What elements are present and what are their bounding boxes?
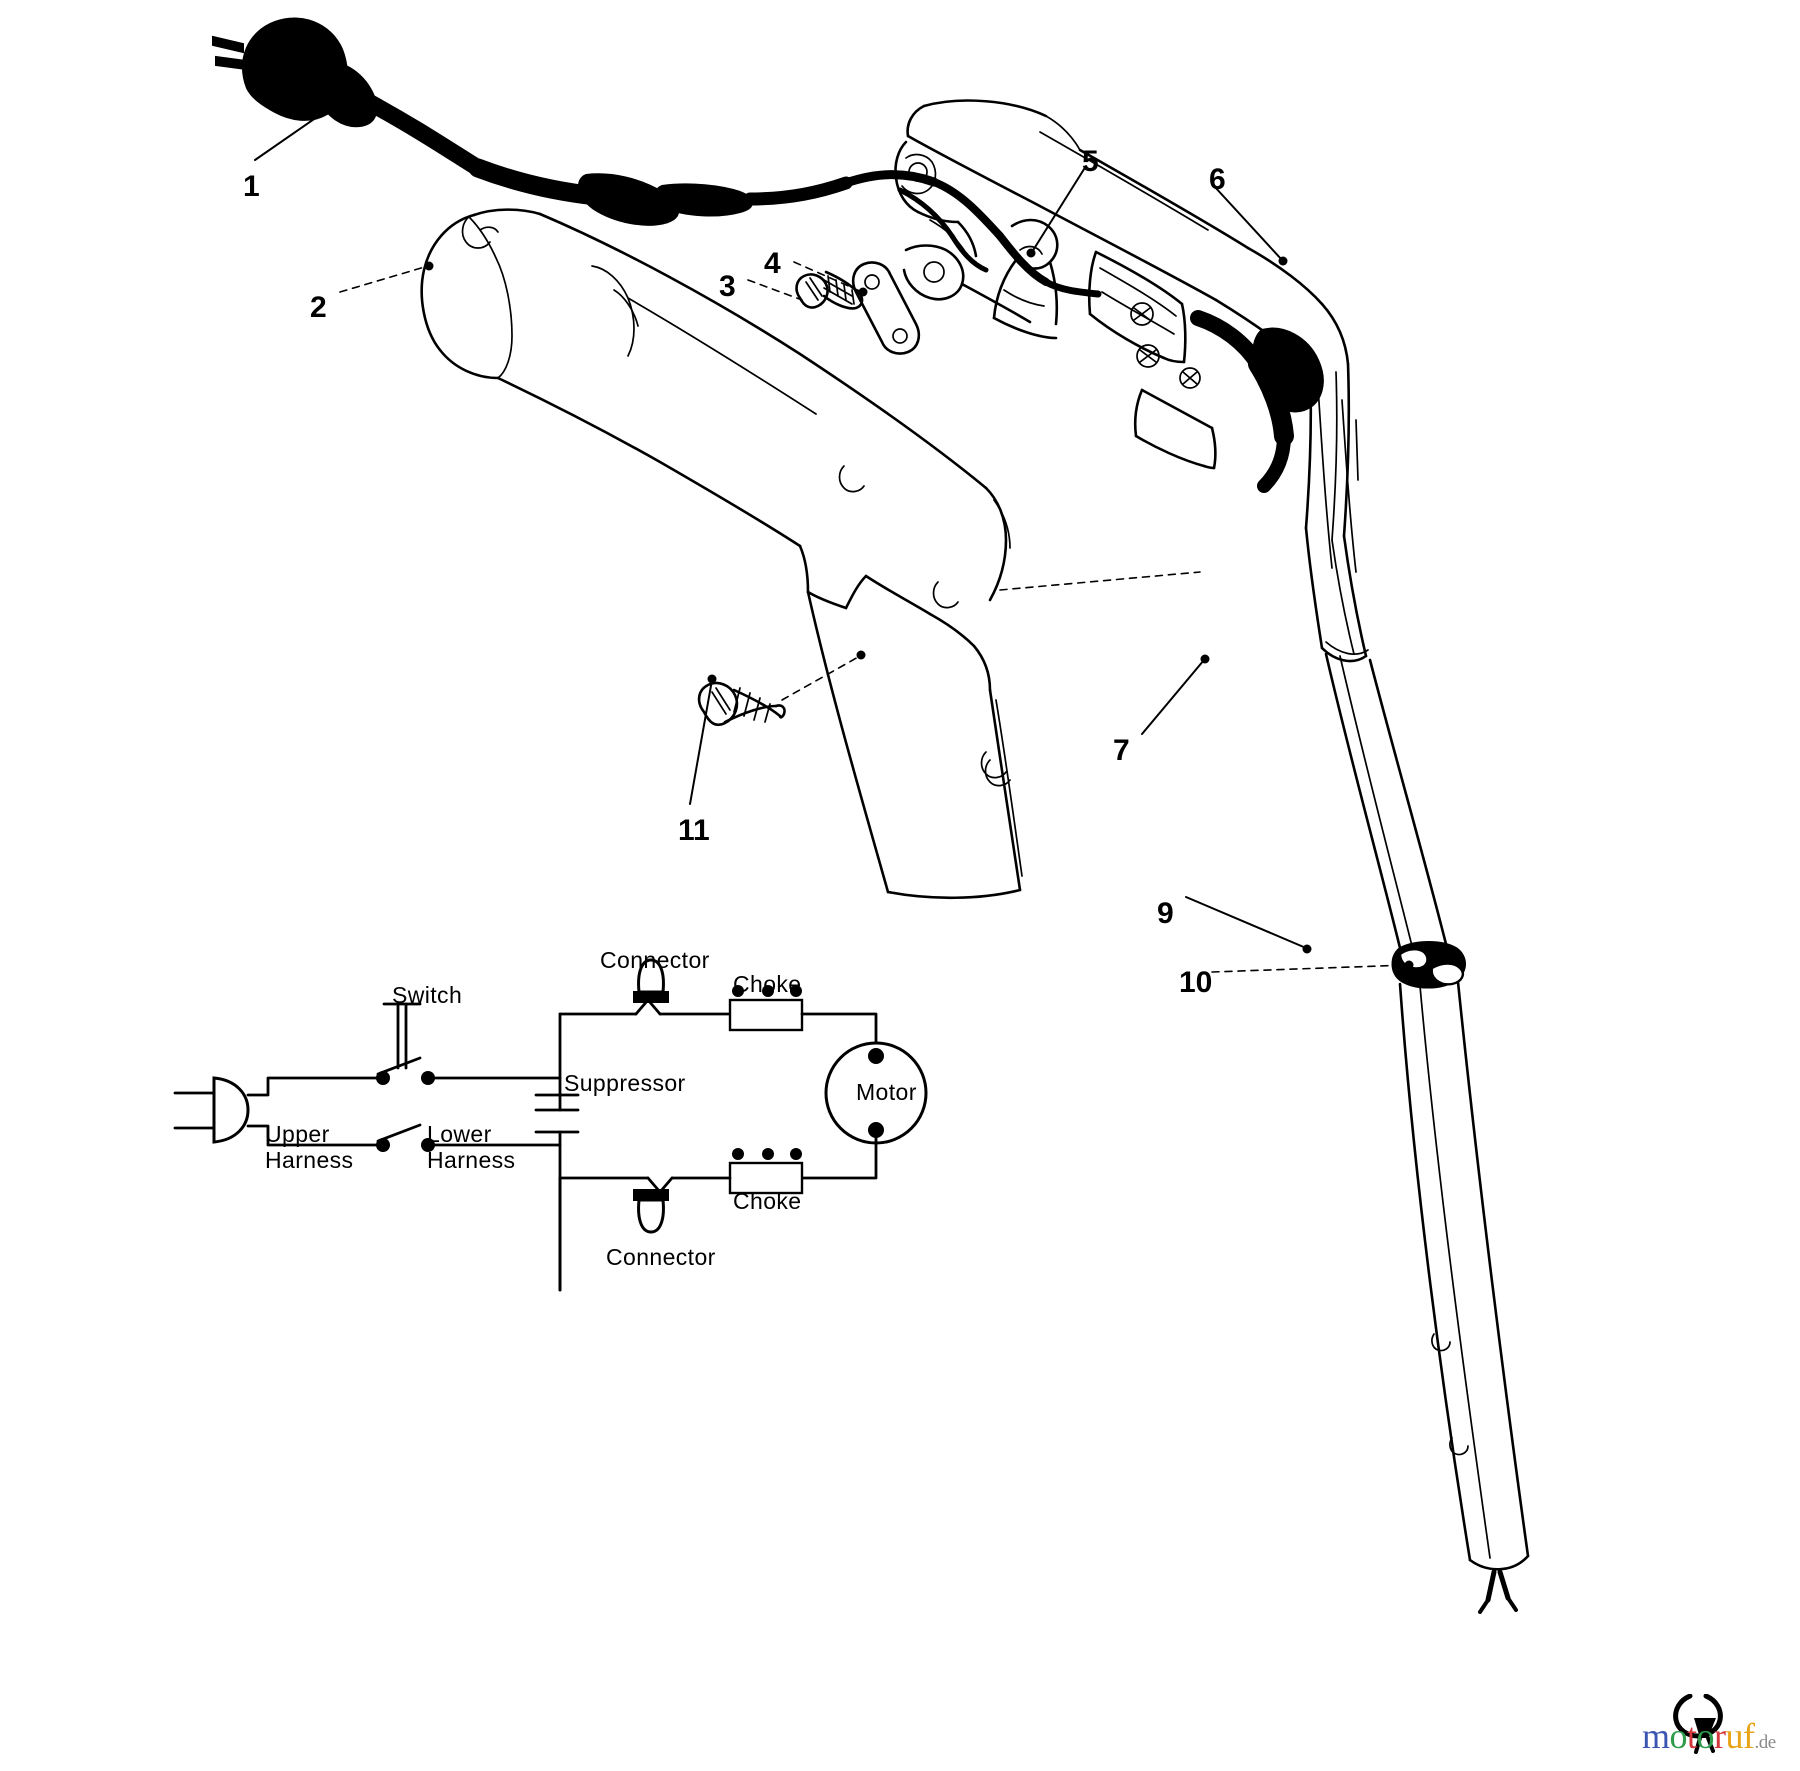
switch-housing bbox=[1087, 250, 1201, 389]
wm-letter-t: t bbox=[1687, 1716, 1697, 1756]
wiring-label-suppressor: Suppressor bbox=[564, 1070, 686, 1096]
wiring-label-lower-harness: Lower Harness bbox=[427, 1121, 516, 1173]
wm-letter-o1: o bbox=[1669, 1716, 1688, 1756]
wm-letter-f: f bbox=[1743, 1716, 1755, 1756]
cord-clamp-bracket bbox=[851, 261, 921, 355]
watermark-plug-icon bbox=[1673, 1693, 1723, 1754]
wm-letter-o2: o bbox=[1696, 1716, 1715, 1756]
wiring-label-connector-bottom: Connector bbox=[606, 1244, 716, 1270]
wiring-label-upper-harness: Upper Harness bbox=[265, 1121, 354, 1173]
callout-1: 1 bbox=[243, 170, 260, 203]
switch-bracket-left bbox=[894, 140, 1032, 324]
short-screw bbox=[795, 270, 864, 310]
callout-6: 6 bbox=[1209, 163, 1226, 196]
callout-4: 4 bbox=[764, 247, 781, 280]
wiring-label-motor: Motor bbox=[856, 1079, 917, 1105]
callout-10: 10 bbox=[1179, 966, 1213, 999]
watermark-text: motoruf.de bbox=[1642, 1718, 1776, 1754]
wm-letter-r: r bbox=[1714, 1716, 1726, 1756]
switch-lever bbox=[992, 218, 1059, 340]
callout-9: 9 bbox=[1157, 897, 1174, 930]
upper-handle-assembly bbox=[894, 99, 1351, 541]
power-cord-plug-group bbox=[212, 17, 1102, 298]
wm-letter-u: u bbox=[1725, 1716, 1744, 1756]
callout-3: 3 bbox=[719, 270, 736, 303]
callout-5: 5 bbox=[1082, 145, 1099, 178]
wiring-label-choke-bottom: Choke bbox=[733, 1188, 802, 1214]
callout-7: 7 bbox=[1113, 734, 1130, 767]
wm-suffix: .de bbox=[1754, 1732, 1777, 1753]
callout-leaders bbox=[254, 102, 1414, 973]
motoruf-watermark: motoruf.de bbox=[1634, 1693, 1794, 1756]
wiring-label-connector-top: Connector bbox=[600, 947, 710, 973]
lower-handle-tubes bbox=[1304, 385, 1530, 1614]
long-screw bbox=[697, 681, 786, 727]
handle-cover-group bbox=[420, 208, 1023, 900]
wiring-label-switch: Switch bbox=[392, 982, 463, 1008]
wm-letter-m: m bbox=[1642, 1716, 1670, 1756]
callout-2: 2 bbox=[310, 291, 327, 324]
callout-11: 11 bbox=[678, 814, 710, 847]
wiring-schematic bbox=[173, 958, 928, 1292]
wiring-label-choke-top: Choke bbox=[733, 971, 802, 997]
